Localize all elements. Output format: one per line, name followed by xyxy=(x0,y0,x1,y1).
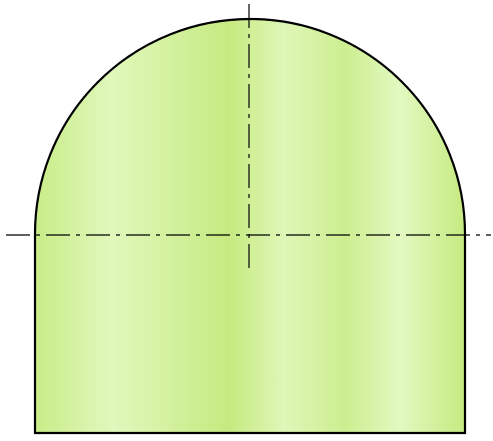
rounded-body-shape xyxy=(33,17,467,435)
